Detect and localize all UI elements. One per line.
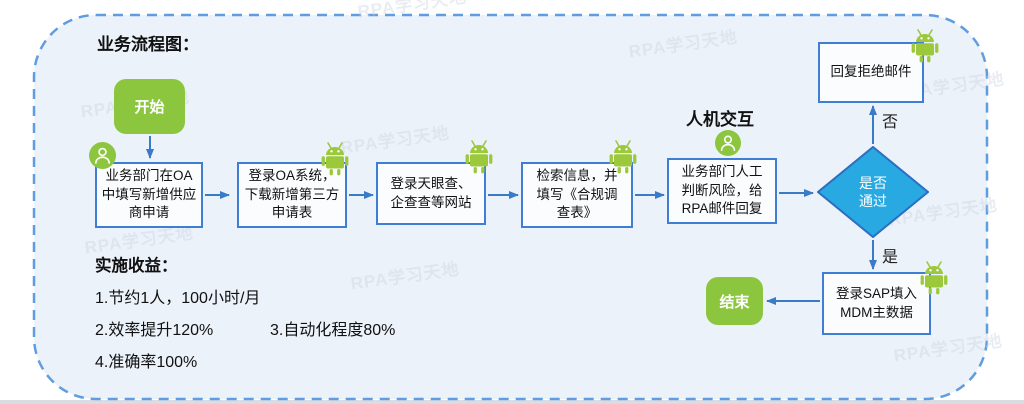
person-icon: [715, 130, 741, 156]
reject-text: 回复拒绝邮件: [830, 64, 912, 80]
step-text: 登录天眼查、: [390, 176, 472, 191]
step-text: 查表》: [556, 205, 598, 221]
android-icon: [321, 142, 349, 176]
step-box-1: 业务部门在OA 中填写新增供应 商申请: [95, 162, 203, 228]
start-label: 开始: [134, 99, 165, 116]
android-icon: [609, 140, 637, 174]
step-text: 业务部门人工: [681, 164, 763, 180]
benefit-line-1: 1.节约1人，100小时/月: [95, 290, 261, 307]
step-text: 检索信息，并: [536, 168, 618, 184]
step-box-4: 检索信息，并 填写《合规调 查表》: [521, 162, 633, 228]
step-box-3: 登录天眼查、 企查查等网站: [376, 162, 486, 225]
page-title: 业务流程图：: [97, 35, 199, 54]
step-text: 中填写新增供应: [101, 186, 197, 202]
person-icon: [89, 142, 116, 169]
branch-no-label: 否: [882, 114, 899, 131]
start-node: 开始: [114, 79, 185, 134]
human-machine-label: 人机交互: [686, 110, 754, 129]
step-text: RPA邮件回复: [681, 201, 763, 217]
sap-box: 登录SAP填入 MDM主数据: [822, 272, 931, 335]
step-text: 下载新增第三方: [244, 186, 340, 202]
benefit-line-2b: 3.自动化程度80%: [270, 322, 396, 339]
benefits-title: 实施收益：: [95, 257, 178, 275]
step-text: 登录OA系统，: [248, 168, 336, 184]
step-text: 申请表: [271, 205, 313, 221]
benefit-line-3: 4.准确率100%: [95, 354, 198, 371]
decision-diamond-shape: [816, 145, 930, 239]
benefit-line-2a: 2.效率提升120%: [95, 322, 214, 339]
reject-box: 回复拒绝邮件: [818, 42, 924, 103]
step-text: 企查查等网站: [390, 194, 472, 210]
sap-text: 登录SAP填入: [835, 286, 917, 301]
slide-bottom-edge: [0, 400, 1024, 404]
android-icon: [911, 29, 939, 63]
branch-yes-label: 是: [882, 249, 899, 266]
step-box-2: 登录OA系统， 下载新增第三方 申请表: [237, 162, 347, 228]
android-icon: [920, 261, 948, 295]
sap-text: MDM主数据: [840, 304, 913, 320]
android-icon: [465, 140, 493, 174]
decision-text: 是否: [859, 175, 887, 191]
decision-text: 通过: [859, 193, 887, 209]
end-label: 结束: [719, 293, 750, 311]
end-node: 结束: [706, 277, 763, 325]
step-box-5: 业务部门人工 判断风险，给 RPA邮件回复: [667, 158, 777, 224]
step-text: 填写《合规调: [536, 186, 618, 202]
step-text: 业务部门在OA: [105, 168, 193, 184]
decision-node: 是否 通过: [816, 145, 930, 239]
step-text: 判断风险，给: [681, 182, 763, 198]
step-text: 商申请: [128, 205, 170, 221]
